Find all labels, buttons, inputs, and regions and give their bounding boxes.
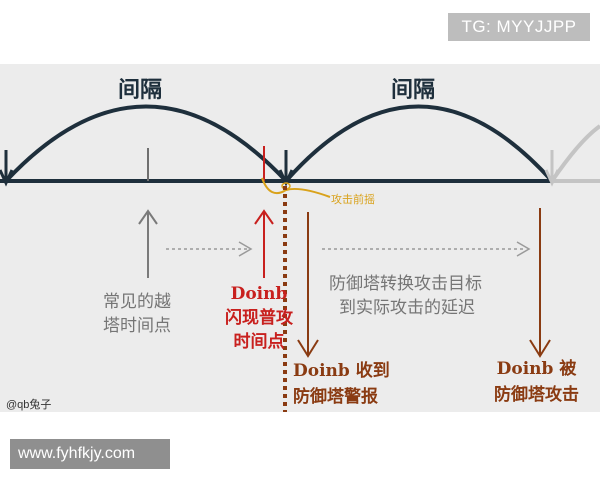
attacked-line-2: 防御塔攻击 [494, 385, 579, 405]
common-dive-label: 常见的越 塔时间点 [103, 290, 171, 338]
retarget-line-2: 到实际攻击的延迟 [339, 298, 475, 318]
retarget-delay-label: 防御塔转换攻击目标 到实际攻击的延迟 [329, 272, 482, 320]
flash-label: Doinb 闪现普攻 时间点 [214, 282, 304, 354]
watermark-top-badge: TG: MYYJJPP [448, 13, 590, 41]
alert-line-2: 防御塔警报 [293, 387, 378, 407]
author-credit: @qb兔子 [6, 399, 52, 411]
interval-arc-1 [4, 104, 288, 183]
attacked-arrow [529, 208, 551, 358]
flash-arrow [254, 209, 274, 278]
interval-arc-2 [284, 104, 554, 183]
common-dive-line-2: 塔时间点 [103, 316, 171, 336]
alert-label: Doinb 收到 防御塔警报 [293, 358, 390, 410]
retarget-line-1: 防御塔转换攻击目标 [329, 274, 482, 294]
alert-arrow [297, 212, 319, 358]
interval-label-1: 间隔 [118, 78, 163, 103]
attack-marker-1 [0, 150, 14, 187]
interval-label-2: 间隔 [391, 78, 436, 103]
attacked-label: Doinb 被 防御塔攻击 [494, 356, 579, 408]
dotted-arrow-left-head [238, 241, 253, 257]
common-dive-arrow [138, 209, 158, 278]
flash-line-2: 闪现普攻 [225, 308, 293, 328]
flash-line-3: 时间点 [233, 332, 285, 352]
attack-marker-3 [544, 150, 560, 187]
windup-label: 攻击前摇 [331, 193, 375, 206]
dotted-arrow-right-head [516, 241, 531, 257]
alert-line-1: Doinb 收到 [293, 361, 390, 381]
diagram-panel [0, 64, 600, 412]
interval-arc-3-faded [550, 124, 600, 183]
common-dive-line-1: 常见的越 [103, 292, 171, 312]
watermark-bottom-badge: www.fyhfkjy.com [10, 439, 170, 469]
flash-line-1: Doinb [230, 284, 288, 304]
attacked-line-1: Doinb 被 [496, 359, 577, 379]
